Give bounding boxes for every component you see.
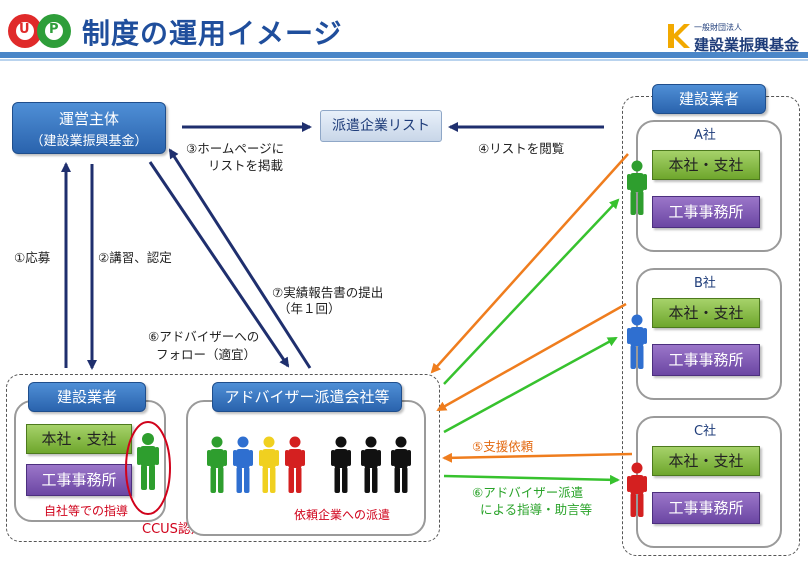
org-name: 建設業振興基金 (694, 36, 800, 54)
company-a-hq-box: 本社・支社 (652, 150, 760, 180)
step5-label: ⑤支援依頼 (472, 439, 534, 454)
left-contractor-title-text: 建設業者 (56, 388, 117, 406)
advisor-person-icon (259, 436, 279, 493)
org-logo-icon (666, 22, 690, 50)
advisor-person-icon (233, 436, 253, 493)
company-c-site-label: 工事事務所 (668, 499, 744, 517)
operator-subtitle: （建設業振興基金） (30, 134, 148, 149)
step6a-label-line1: ⑥アドバイザーへの (148, 329, 260, 344)
company-a-name: A社 (694, 128, 716, 143)
company-b-site-label: 工事事務所 (668, 351, 744, 369)
operator-title: 運営主体 (58, 110, 119, 128)
company-b-site-box: 工事事務所 (652, 344, 760, 376)
page-title: 制度の運用イメージ (82, 17, 343, 50)
advisor-person-icon (361, 436, 381, 493)
org-type: 一般財団法人 (694, 23, 742, 32)
step7-label-line1: ⑦実績報告書の提出 (272, 285, 384, 300)
dispatch-list-box: 派遣企業リスト (320, 110, 442, 142)
advisor-person-icon (207, 436, 227, 493)
step3-label-line2: リストを掲載 (208, 158, 284, 173)
company-c-hq-label: 本社・支社 (668, 452, 744, 470)
right-contractor-title: 建設業者 (652, 84, 766, 114)
advisor-people (206, 434, 418, 498)
company-b-name: B社 (694, 276, 716, 291)
left-contractor-title: 建設業者 (28, 382, 146, 412)
step6b-label-line2: による指導・助言等 (480, 502, 593, 517)
header-rule-light (0, 59, 808, 61)
company-c-site-box: 工事事務所 (652, 492, 760, 524)
company-c-hq-box: 本社・支社 (652, 446, 760, 476)
left-hq-label: 本社・支社 (41, 430, 117, 448)
logo-letter-u: U (19, 22, 30, 37)
company-a-frame (636, 120, 782, 252)
right-contractor-title-text: 建設業者 (678, 90, 739, 108)
company-a-hq-label: 本社・支社 (668, 156, 744, 174)
left-site-box: 工事事務所 (26, 464, 132, 496)
company-a-person-icon (626, 160, 648, 216)
step1-label: ①応募 (14, 250, 51, 265)
advisor-person-icon (285, 436, 305, 493)
company-b-hq-label: 本社・支社 (668, 304, 744, 322)
step4-label: ④リストを閲覧 (478, 141, 565, 156)
advisor-people-icons (207, 436, 411, 493)
company-c-name: C社 (694, 424, 717, 439)
advisor-person-icon (331, 436, 351, 493)
left-caption: 自社等での指導 (44, 504, 129, 518)
step7-label-line2: （年１回） (278, 301, 341, 316)
step6a-label-line2: フォロー（適宜） (156, 347, 257, 362)
company-b-hq-box: 本社・支社 (652, 298, 760, 328)
up-logo-icon (8, 14, 71, 48)
company-c-frame (636, 416, 782, 548)
company-a-site-box: 工事事務所 (652, 196, 760, 228)
company-b-person-icon (626, 314, 648, 370)
company-a-site-label: 工事事務所 (668, 203, 744, 221)
step3-label-line1: ③ホームページに (186, 141, 285, 156)
company-c-person-icon (626, 462, 648, 518)
bottom-left-group-frame (6, 374, 440, 542)
step2-label: ②講習、認定 (98, 250, 172, 265)
operator-box: 運営主体 （建設業振興基金） (12, 102, 166, 154)
advisor-person-icon (391, 436, 411, 493)
logo: U P (6, 12, 72, 50)
left-site-label: 工事事務所 (41, 471, 117, 489)
step6b-label-line1: ⑥アドバイザー派遣 (472, 485, 584, 500)
dispatcher-title-text: アドバイザー派遣会社等 (224, 388, 390, 406)
dispatcher-caption: 依頼企業への派遣 (294, 508, 391, 522)
left-hq-box: 本社・支社 (26, 424, 132, 454)
ccus-person-icon (136, 432, 160, 492)
dispatch-list-label: 派遣企業リスト (332, 118, 430, 134)
header-rule (0, 52, 808, 58)
dispatcher-title: アドバイザー派遣会社等 (212, 382, 402, 412)
logo-letter-p: P (49, 22, 59, 37)
